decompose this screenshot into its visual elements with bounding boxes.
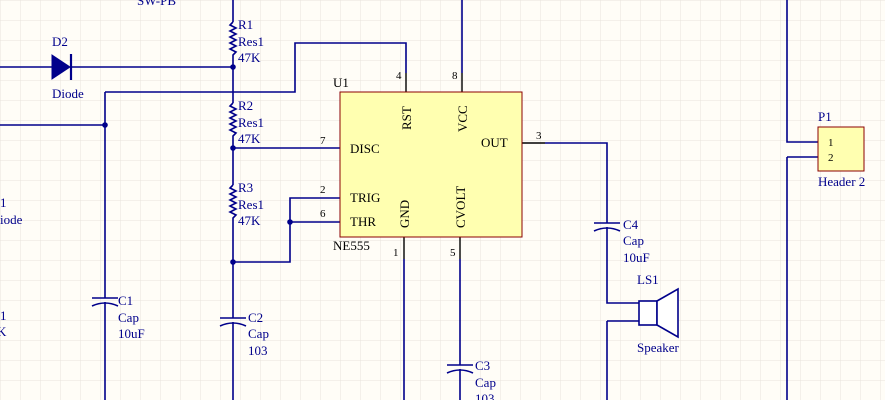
left-part-comment-fragment: iode [0, 212, 23, 227]
u1-pin6-number: 6 [320, 208, 326, 220]
p1-comment: Header 2 [818, 174, 865, 189]
u1-pin5-number: 5 [450, 247, 456, 259]
junctions [102, 64, 293, 265]
left-part-1-fragment: 1 [0, 308, 7, 323]
left-part-k-fragment: K [0, 324, 7, 339]
u1-pin8-number: 8 [452, 70, 458, 82]
r2-value: 47K [238, 131, 261, 146]
u1-pin2-number: 2 [320, 184, 326, 196]
resistor-r2-zigzag-icon [228, 102, 238, 143]
wire-c4-speaker [606, 227, 639, 304]
c3-designator: C3 [475, 358, 490, 373]
junction-dot [230, 145, 236, 151]
capacitor-curved-plate-icon [219, 322, 247, 327]
left-part-designator-fragment: 1 [0, 195, 7, 210]
junction-dot [287, 219, 293, 225]
u1-pin4-number: 4 [396, 70, 402, 82]
r1-value: 47K [238, 50, 261, 65]
r1-designator: R1 [238, 17, 253, 32]
ls1-designator: LS1 [637, 272, 659, 287]
r3-designator: R3 [238, 180, 253, 195]
speaker-ls1[interactable]: LS1 Speaker [637, 272, 680, 355]
c1-comment: Cap [118, 310, 139, 325]
c3-comment: Cap [475, 375, 496, 390]
c2-value: 103 [248, 343, 268, 358]
c3-value: 103 [475, 391, 495, 400]
resistor-r1[interactable]: R1 Res1 47K [228, 17, 264, 65]
wire-rst [105, 42, 407, 93]
p1-pin1-number: 1 [828, 137, 834, 149]
wire-trig [233, 197, 340, 263]
capacitor-c3[interactable]: C3 Cap 103 [446, 358, 496, 400]
wire-out [545, 142, 608, 223]
junction-dot [230, 64, 236, 70]
header-p1[interactable]: P1 1 2 Header 2 [817, 109, 865, 189]
u1-pin-out-name: OUT [481, 135, 508, 150]
u1-pin1-number: 1 [393, 247, 399, 259]
ic-u1-ne555[interactable]: U1 NE555 4 8 7 2 6 3 1 5 DISC TRIG THR O… [320, 70, 545, 259]
capacitor-curved-plate-icon [593, 227, 621, 232]
p1-pin2-number: 2 [828, 152, 834, 164]
r3-value: 47K [238, 213, 261, 228]
u1-pin-cvolt-name: CVOLT [453, 186, 468, 228]
p1-body [817, 126, 865, 172]
resistor-r3-zigzag-icon [228, 184, 238, 225]
wires [0, 0, 818, 400]
capacitor-curved-plate-icon [91, 302, 119, 307]
u1-pin-trig-name: TRIG [350, 190, 380, 205]
r2-comment: Res1 [238, 115, 264, 130]
junction-dot [230, 259, 236, 265]
u1-pin-vcc-name: VCC [455, 105, 470, 132]
c4-designator: C4 [623, 217, 639, 232]
c2-designator: C2 [248, 310, 263, 325]
resistor-r1-zigzag-icon [228, 21, 238, 62]
capacitor-c4[interactable]: C4 Cap 10uF [593, 217, 650, 265]
r1-comment: Res1 [238, 34, 264, 49]
d2-comment: Diode [52, 86, 84, 101]
capacitor-c1[interactable]: C1 Cap 10uF [91, 293, 145, 341]
u1-pins [403, 73, 545, 259]
speaker-magnet-icon [638, 300, 658, 326]
diode-triangle-icon [51, 54, 71, 80]
diode-d2[interactable]: D2 Diode [51, 34, 84, 101]
title-fragment: SW-PB [137, 0, 176, 8]
c4-comment: Cap [623, 233, 644, 248]
u1-pin-thr-name: THR [350, 214, 376, 229]
resistor-r2[interactable]: R2 Res1 47K [228, 98, 264, 146]
u1-pin3-number: 3 [536, 130, 542, 142]
capacitor-c2[interactable]: C2 Cap 103 [219, 310, 269, 358]
speaker-cone-icon [656, 287, 679, 339]
c1-designator: C1 [118, 293, 133, 308]
d2-designator: D2 [52, 34, 68, 49]
c4-value: 10uF [623, 250, 650, 265]
capacitor-curved-plate-icon [446, 369, 474, 374]
wire-p1-pin1 [786, 0, 818, 143]
r2-designator: R2 [238, 98, 253, 113]
u1-designator: U1 [333, 75, 349, 90]
c2-comment: Cap [248, 326, 269, 341]
c1-value: 10uF [118, 326, 145, 341]
junction-dot [102, 122, 108, 128]
resistor-r3[interactable]: R3 Res1 47K [228, 180, 264, 228]
u1-pin-gnd-name: GND [397, 200, 412, 228]
r3-comment: Res1 [238, 197, 264, 212]
u1-body [339, 91, 523, 238]
u1-pin-rst-name: RST [399, 106, 414, 130]
ls1-comment: Speaker [637, 340, 680, 355]
u1-pin-disc-name: DISC [350, 141, 380, 156]
u1-comment: NE555 [333, 238, 370, 253]
p1-designator: P1 [818, 109, 832, 124]
u1-pin7-number: 7 [320, 135, 326, 147]
